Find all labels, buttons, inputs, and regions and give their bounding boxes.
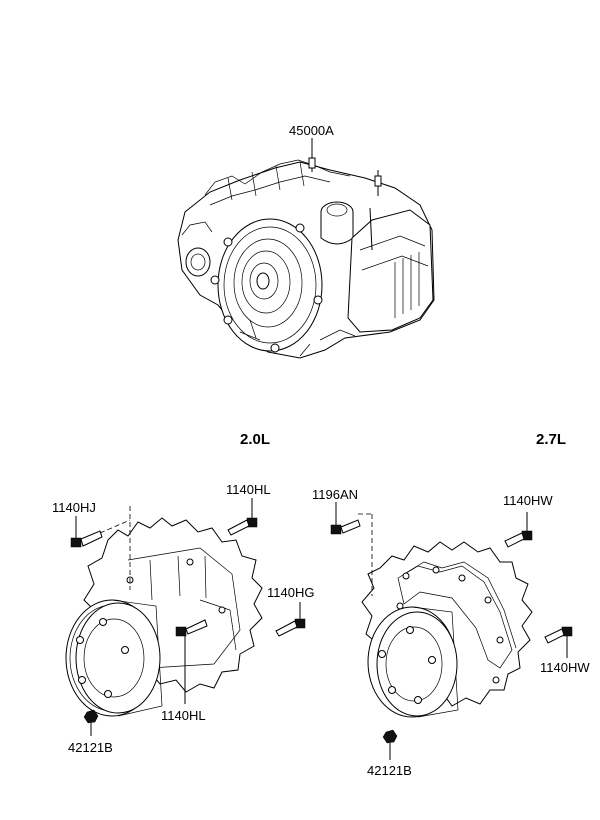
bolt-1140hl-top-icon xyxy=(227,517,258,536)
nut-42121b-left-icon xyxy=(83,709,99,724)
part-label-1140hl-bottom: 1140HL xyxy=(161,708,206,723)
right-leader-lines xyxy=(335,502,568,760)
part-label-1196an: 1196AN xyxy=(312,487,358,502)
variant-label-2-7l: 2.7L xyxy=(536,431,566,448)
part-label-42121b-right: 42121B xyxy=(367,763,412,778)
transaxle-assembly-drawing xyxy=(177,138,435,359)
bolt-1140hl-bottom-icon xyxy=(175,619,208,637)
left-transaxle-drawing xyxy=(65,517,263,717)
bolt-1196an-icon xyxy=(330,519,361,535)
part-label-1140hl-top: 1140HL xyxy=(226,482,271,497)
bolt-1140hg-icon xyxy=(275,618,306,637)
assembly-label: 45000A xyxy=(289,123,334,138)
part-label-1140hw-top: 1140HW xyxy=(503,493,553,508)
left-leader-lines xyxy=(75,498,301,736)
bolt-1140hj-icon xyxy=(70,530,103,548)
variant-label-2-0l: 2.0L xyxy=(240,431,270,448)
part-label-1140hg: 1140HG xyxy=(267,585,314,600)
bolt-1140hw-top-icon xyxy=(504,530,533,548)
right-transaxle-drawing xyxy=(361,541,533,718)
part-label-1140hw-bottom: 1140HW xyxy=(540,660,590,675)
nut-42121b-right-icon xyxy=(382,729,398,744)
bolt-1140hw-bottom-icon xyxy=(544,626,573,644)
part-label-1140hj: 1140HJ xyxy=(52,500,96,515)
part-label-42121b-left: 42121B xyxy=(68,740,113,755)
